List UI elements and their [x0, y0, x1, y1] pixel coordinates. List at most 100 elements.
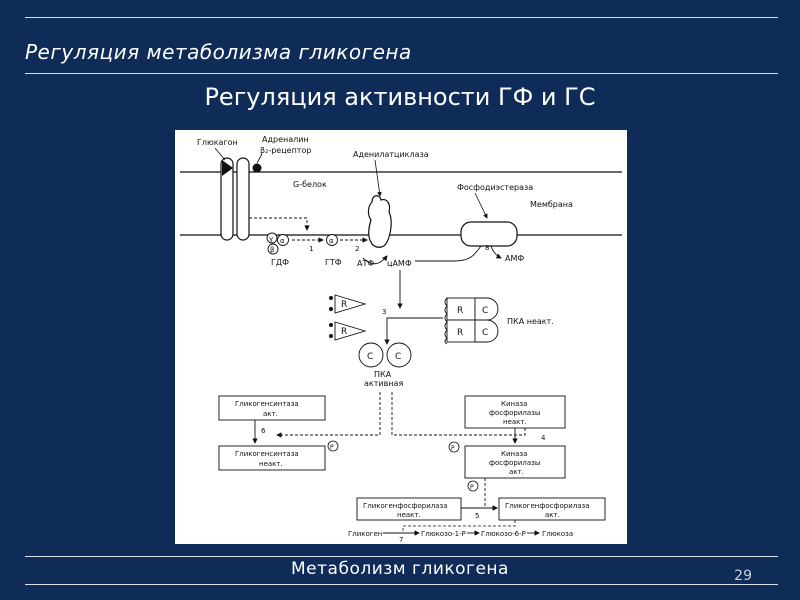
glycogen-label: Гликоген — [348, 530, 382, 538]
footer-rule-top — [25, 556, 778, 557]
adrenaline-label: Адреналин — [262, 135, 309, 144]
gp-active-box — [498, 497, 606, 521]
adenylate-cyclase-pointer — [374, 159, 382, 197]
gs-active-label-2: акт. — [263, 410, 278, 418]
gp-inactive-label-2: неакт. — [397, 511, 421, 519]
gp-active-label-2: акт. — [545, 511, 560, 519]
gamma-label: γ — [269, 235, 273, 243]
phosphodiesterase-shape — [460, 221, 518, 247]
pka-active-c-label-2: C — [395, 352, 401, 362]
adrenaline-pointer — [256, 153, 263, 164]
phk-active-label-2: фосфорилазы — [489, 459, 540, 467]
pde-to-amp-arrow — [490, 245, 502, 259]
gs-active-label-1: Гликогенсинтаза — [235, 400, 299, 408]
alpha-label-gtp: α — [329, 237, 334, 245]
phk-phosphate-label: P — [451, 445, 455, 452]
camp-dot-2 — [329, 307, 333, 311]
released-r-label-top: R — [341, 300, 347, 310]
camp-label: цАМФ — [387, 259, 412, 268]
membrane-label: Мембрана — [530, 200, 573, 209]
footer-title: Метаболизм гликогена — [291, 559, 509, 579]
top-rule — [25, 17, 778, 18]
step-1-label: 1 — [309, 245, 313, 253]
alpha-label-gdp: α — [280, 237, 285, 245]
released-r-subunit-top — [334, 294, 367, 314]
g-protein-label: G-белок — [293, 180, 327, 189]
gp-active-label-1: Гликогенфосфорилаза — [505, 502, 590, 510]
step-7-label: 7 — [399, 536, 403, 544]
diagram-svg: Мембрана Глюкагон Адреналин β₂-рецептор … — [180, 135, 622, 544]
glucagon-ligand-icon — [222, 160, 233, 176]
alpha-subunit-gdp — [277, 234, 289, 246]
gs-inactive-label-2: неакт. — [259, 460, 283, 468]
step-6-label: 6 — [261, 427, 266, 435]
phk-active-box — [464, 445, 566, 479]
pka-inactive-wavy-edge — [444, 297, 448, 345]
gp-to-pathway-arrow — [402, 520, 516, 531]
gp-phosphate-badge — [467, 480, 479, 492]
pka-active-c-2 — [386, 342, 412, 368]
glucagon-label: Глюкагон — [197, 138, 238, 147]
phosphodiesterase-label: Фосфодиэстераза — [457, 183, 533, 192]
section-title: Регуляция метаболизма гликогена — [25, 40, 412, 64]
pka-active-c-label-1: C — [367, 352, 373, 362]
pka-to-phk-path — [391, 392, 528, 436]
adenylate-cyclase-shape — [367, 195, 392, 248]
regulation-diagram: Мембрана Глюкагон Адреналин β₂-рецептор … — [175, 130, 627, 544]
step-3-label: 3 — [382, 308, 386, 316]
g-protein-dashed-path — [249, 217, 310, 231]
atp-to-camp-arrow — [362, 255, 388, 265]
gtp-label: ГТФ — [325, 258, 342, 267]
amp-label: АМФ — [505, 254, 524, 263]
step-8-label: 8 — [485, 244, 489, 252]
activation-path-3 — [384, 317, 443, 345]
receptor-left-helix — [220, 157, 234, 241]
g1p-label: Глюкозо-1-Р — [421, 530, 466, 538]
phk-active-label-1: Киназа — [501, 450, 527, 458]
gs-active-box — [218, 395, 326, 421]
phk-inactive-label-1: Киназа — [501, 400, 527, 408]
beta-label: β — [270, 246, 274, 254]
header-rule — [25, 73, 778, 74]
slide-title: Регуляция активности ГФ и ГС — [204, 83, 596, 111]
pka-active-label-2: активная — [364, 379, 403, 388]
phk-active-label-3: акт. — [509, 468, 524, 476]
step-2-label: 2 — [355, 245, 359, 253]
step-4-label: 4 — [541, 434, 546, 442]
pka-to-gs-path — [276, 392, 381, 438]
adrenaline-ligand-icon — [252, 163, 262, 173]
gs-inactive-box — [218, 445, 326, 471]
pka-inactive-c-bottom — [474, 319, 499, 343]
step-5-label: 5 — [475, 512, 479, 520]
gp-inactive-label-1: Гликогенфосфорилаза — [363, 502, 448, 510]
phk-to-gp-path — [484, 478, 498, 511]
released-r-label-bottom: R — [341, 327, 347, 337]
pka-inactive-c-label-bottom: C — [482, 328, 488, 338]
camp-dot-1 — [329, 296, 333, 300]
gamma-subunit — [266, 232, 278, 244]
released-r-subunit-bottom — [334, 321, 367, 341]
phk-inactive-label-3: неакт. — [503, 418, 527, 426]
pka-inactive-r-label-top: R — [457, 306, 463, 316]
gs-inactive-label-1: Гликогенсинтаза — [235, 450, 299, 458]
glucagon-pointer — [214, 147, 226, 161]
pka-inactive-r-label-bottom: R — [457, 328, 463, 338]
camp-to-pde-path — [415, 245, 482, 262]
glucose-label: Глюкоза — [542, 530, 573, 538]
atp-label: АТФ — [357, 259, 374, 268]
pka-inactive-label: ПКА неакт. — [507, 317, 554, 326]
g6p-label: Глюкозо-6-Р — [481, 530, 526, 538]
beta2-receptor-label: β₂-рецептор — [260, 146, 311, 155]
receptor-right-helix — [236, 157, 250, 241]
camp-dot-4 — [329, 334, 333, 338]
pka-inactive-c-label-top: C — [482, 306, 488, 316]
phosphodiesterase-pointer — [474, 192, 488, 219]
pka-active-label-1: ПКА — [374, 370, 392, 379]
footer-rule-bottom — [25, 584, 778, 585]
alpha-subunit-gtp — [326, 234, 338, 246]
beta-subunit — [267, 243, 279, 255]
pka-active-c-1 — [358, 342, 384, 368]
gp-phosphate-label: P — [470, 484, 474, 491]
page-number: 29 — [734, 568, 752, 584]
phk-phosphate-badge — [448, 441, 460, 453]
